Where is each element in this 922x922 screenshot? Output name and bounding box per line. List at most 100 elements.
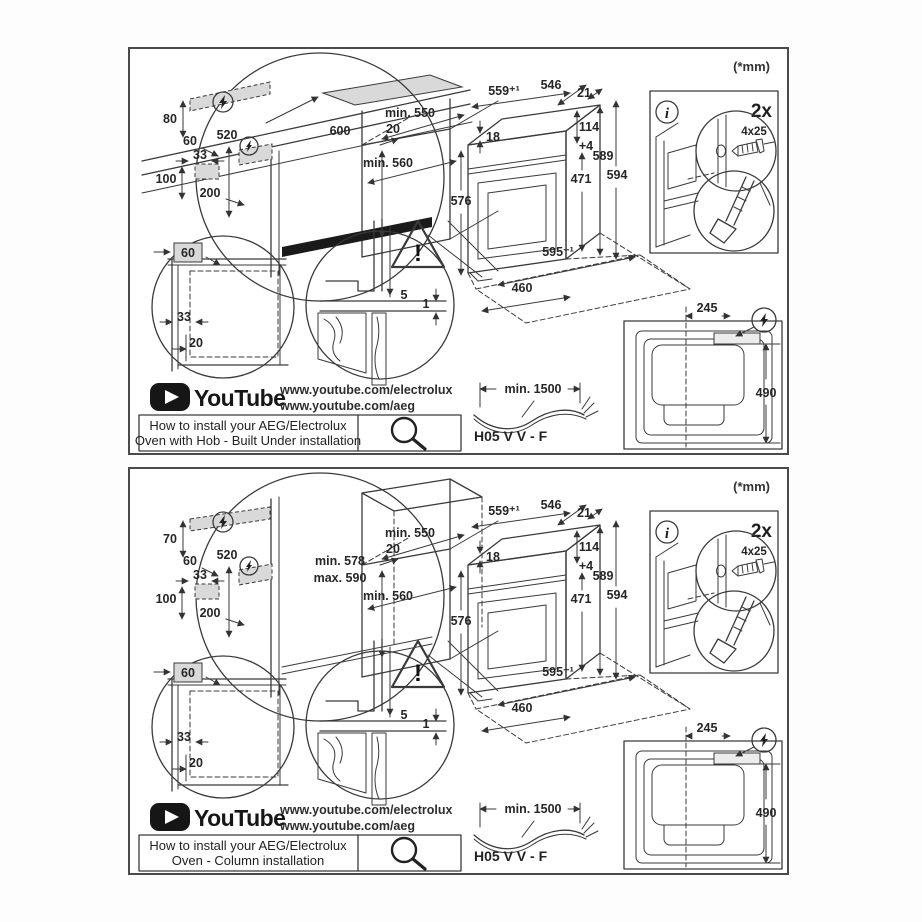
oven-114: 114 [579,120,599,134]
oven-depth-546: 546 [541,498,562,512]
units-note: (*mm) [733,479,770,494]
niche-width: min. 560 [363,589,413,603]
corner-20: 20 [189,336,203,350]
magnifier-icon [390,836,427,871]
oven-589: 589 [593,569,614,583]
svg-text:i: i [665,106,670,122]
screw-detail-circle: 4x25 [695,530,777,612]
screwdriver-detail-circle [693,590,775,672]
column-diagram: (*mm) 70 60 520 33 100 200 [138,472,783,872]
dim-side-gap: 60 [183,554,197,568]
corner-33: 33 [177,730,191,744]
cable-length: min. 1500 [505,382,562,396]
dim-200: 200 [200,606,221,620]
oven-width-front: 595⁻¹ [542,665,574,679]
screw-info-box: i 2x 4x25 [649,90,779,254]
dim-33: 33 [193,568,207,582]
oven-drawing: 559⁺¹ 546 21 18 114 +4 589 594 471 576 5… [451,498,691,744]
warning-triangle-icon: ! [390,639,446,689]
oven-594: 594 [607,588,628,602]
youtube-brand: YouTube [194,385,285,411]
url-aeg[interactable]: www.youtube.com/aeg [279,819,415,833]
youtube-logo-icon[interactable] [150,803,190,831]
units-note: (*mm) [733,59,770,74]
info-icon: i [655,100,679,124]
built-under-diagram: (*mm) 80 60 520 33 100 200 [135,52,783,452]
terminal-cover [713,332,761,345]
url-aeg[interactable]: www.youtube.com/aeg [279,399,415,413]
power-connection-icon [212,511,234,533]
caption-box: How to install your AEG/Electrolux Oven … [135,414,462,452]
cable-drawing: min. 1500 H05 V V - F [473,382,599,444]
oven-top-18: 18 [486,550,500,564]
oven-width-front: 595⁻¹ [542,245,574,259]
oven-471: 471 [571,592,592,606]
magnifier-icon [390,416,427,451]
corner-33: 33 [177,310,191,324]
cabinet-detail-circle: 80 60 520 33 100 200 [156,52,445,302]
oven-drawing: 559⁺¹ 546 21 18 114 +4 589 594 471 576 5… [451,78,691,324]
wood-hatch [317,312,387,386]
oven-top-18: 18 [486,130,500,144]
oven-114: 114 [579,540,599,554]
cabinet-detail-circle: 70 60 520 33 100 200 [156,472,445,722]
panel-column: (*mm) 70 60 520 33 100 200 [128,467,789,875]
niche-height: 600 [330,124,351,138]
column-cabinet-drawing [361,478,483,678]
screw-info-box: i 2x 4x25 [649,510,779,674]
rear-view-drawing: 245 490 [623,301,783,450]
dim-100: 100 [156,172,177,186]
url-electrolux[interactable]: www.youtube.com/electrolux [279,803,453,817]
terminal-cover [713,752,761,765]
corner-detail-circle: 60 33 20 [151,235,295,379]
cable-drawing: min. 1500 H05 V V - F [473,802,599,864]
dim-side-gap: 60 [183,134,197,148]
corner-20: 20 [189,756,203,770]
oven-460: 460 [512,281,533,295]
youtube-brand: YouTube [194,805,285,831]
cable-type: H05 V V - F [474,428,548,444]
hob-cutout [321,74,464,106]
oven-576: 576 [451,194,472,208]
caption-line1: How to install your AEG/Electrolux [149,838,347,853]
niche-height: min. 578 [315,554,365,568]
oven-576: 576 [451,614,472,628]
oven-depth-546: 546 [541,78,562,92]
caption-line2: Oven - Column installation [172,853,324,868]
niche-width: min. 560 [363,156,413,170]
oven-width-top: 559⁺¹ [488,504,520,518]
dim-top-gap: 70 [163,532,177,546]
warning-triangle-icon: ! [390,219,446,269]
cable-type: H05 V V - F [474,848,548,864]
dim-200: 200 [200,186,221,200]
caption-line2: Oven with Hob - Built Under installation [135,433,361,448]
corner-detail-circle: 60 33 20 [151,655,295,799]
power-connection-icon [212,91,234,113]
oven-471: 471 [571,172,592,186]
niche-drawing: 600 min. 550 20 min. 560 [282,98,499,278]
rear-245: 245 [697,721,718,735]
youtube-row: YouTube www.youtube.com/electrolux www.y… [150,383,453,413]
niche-depth: min. 550 [385,106,435,120]
caption-line1: How to install your AEG/Electrolux [149,418,347,433]
oven-460: 460 [512,701,533,715]
oven-589: 589 [593,149,614,163]
power-connection-icon [735,727,777,757]
power-connection-icon [239,136,259,156]
niche-height-2: max. 590 [314,571,367,585]
dim-100: 100 [156,592,177,606]
url-electrolux[interactable]: www.youtube.com/electrolux [279,383,453,397]
youtube-row: YouTube www.youtube.com/electrolux www.y… [150,803,453,833]
svg-text:i: i [665,526,670,542]
screw-icon [731,138,775,157]
edge-detail-circle: ! 5 1 [305,218,455,386]
power-connection-icon [735,307,777,337]
youtube-logo-icon[interactable] [150,383,190,411]
dim-top-gap: 80 [163,112,177,126]
edge-1: 1 [423,297,430,311]
oven-width-top: 559⁺¹ [488,84,520,98]
caption-box: How to install your AEG/Electrolux Oven … [138,834,462,872]
rear-245: 245 [697,301,718,315]
dim-520: 520 [217,128,238,142]
